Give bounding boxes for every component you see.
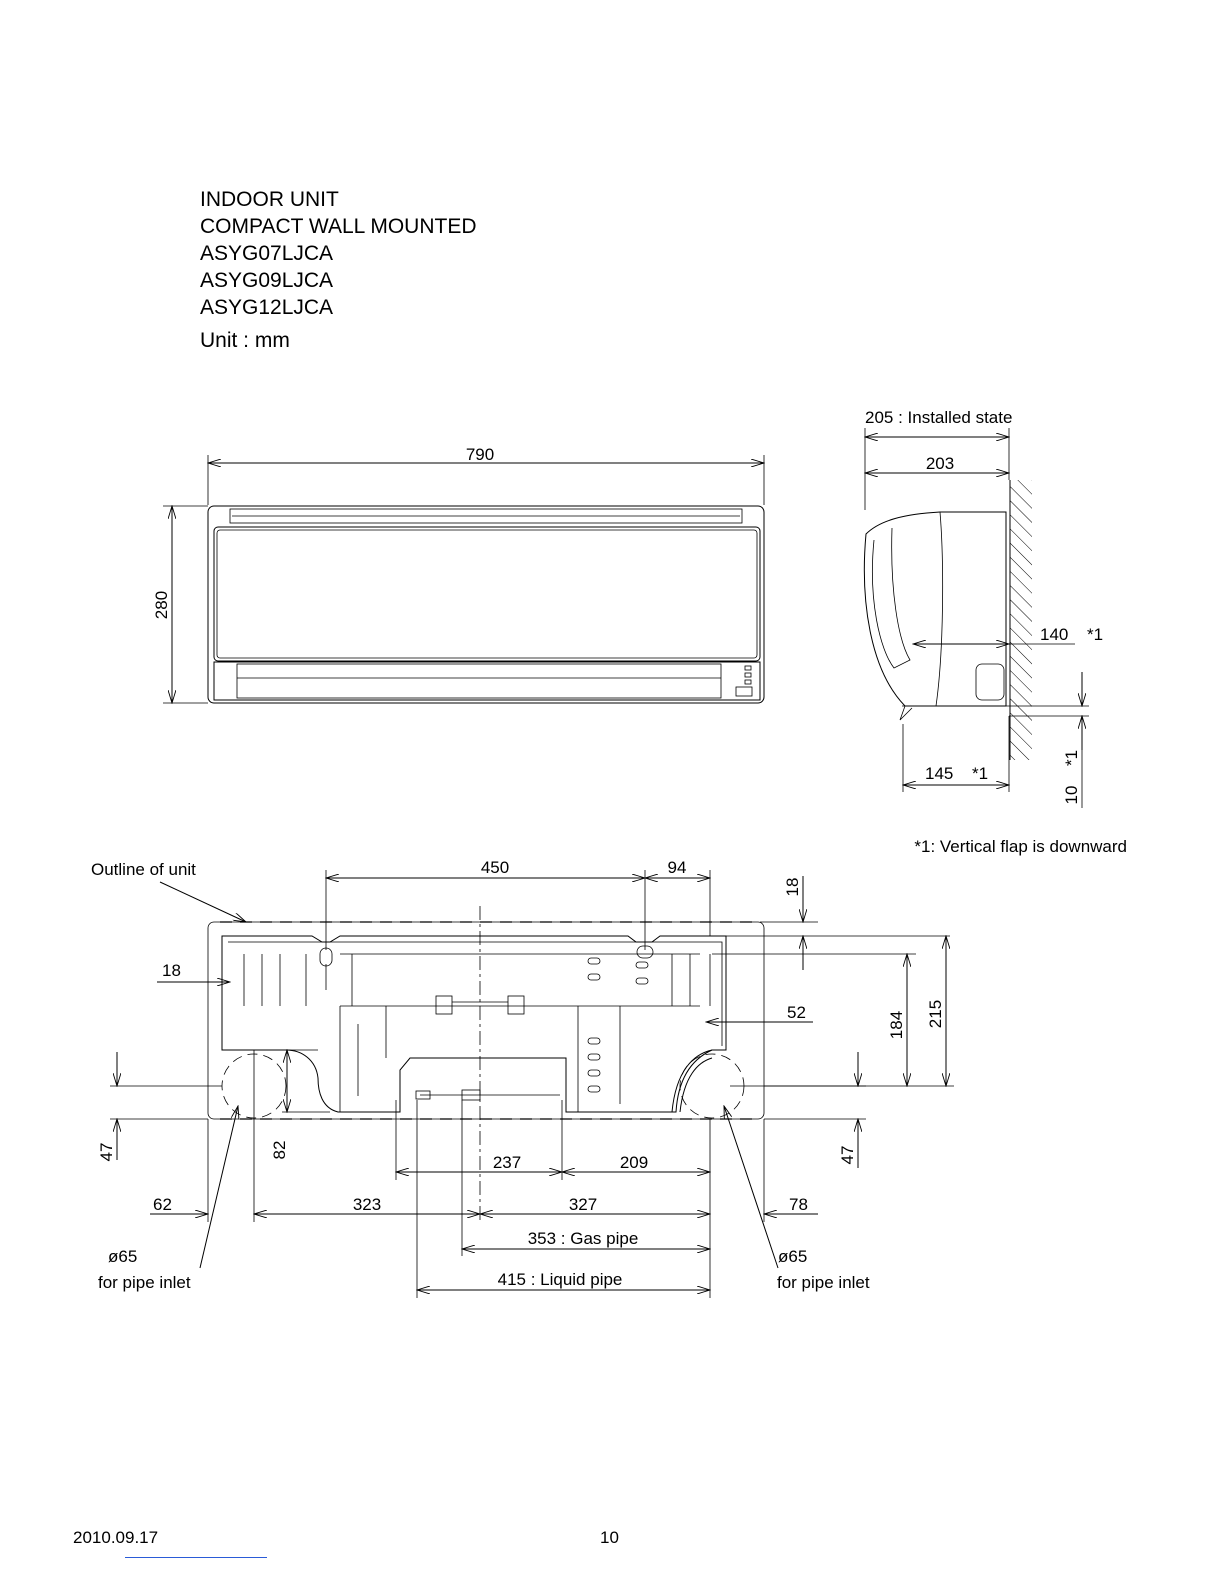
indicator-lamp-1: [744, 665, 752, 671]
dim-gas-label: 353 : Gas pipe: [528, 1229, 639, 1248]
dim-140-label: 140: [1040, 625, 1068, 644]
footer-link-underline: [125, 1557, 267, 1558]
model-line-3: ASYG12LJCA: [200, 296, 334, 319]
air-outlet-grille: [229, 508, 743, 524]
receiver-window: [735, 686, 753, 697]
front-view: 790 280: [152, 445, 764, 703]
dim-62-label: 62: [153, 1195, 172, 1214]
unit-label: Unit : mm: [200, 329, 290, 352]
unit-side-body: [863, 511, 1007, 707]
dim-47-right-label: 47: [838, 1146, 857, 1165]
dim-liquid-label: 415 : Liquid pipe: [498, 1270, 623, 1289]
title-line-2: COMPACT WALL MOUNTED: [200, 215, 477, 238]
dim-450-label: 450: [481, 858, 509, 877]
flap-footnote: *1: Vertical flap is downward: [914, 837, 1127, 856]
indicator-lamp-2: [744, 672, 752, 678]
dim-width-label: 790: [466, 445, 494, 464]
wall-hatch: [1010, 480, 1032, 760]
indicator-lamp-3: [744, 679, 752, 685]
side-view: 205 : Installed state 203 140 *1 145 *1 …: [863, 408, 1127, 856]
dim-140-note: *1: [1087, 625, 1103, 644]
louver-area: [213, 661, 761, 701]
flap: [236, 663, 722, 699]
dim-78-label: 78: [789, 1195, 808, 1214]
plate-view: Outline of unit: [91, 858, 954, 1298]
dim-94-label: 94: [668, 858, 687, 877]
installed-state-label: 205 : Installed state: [865, 408, 1012, 427]
dim-47-left-label: 47: [97, 1143, 116, 1162]
pipe-inlet-right-label: ø65: [778, 1247, 807, 1266]
front-panel: [213, 526, 761, 662]
dim-52-label: 52: [787, 1003, 806, 1022]
dim-82-label: 82: [270, 1141, 289, 1160]
model-line-1: ASYG07LJCA: [200, 242, 334, 265]
dim-height-label: 280: [152, 591, 171, 619]
dim-327-label: 327: [569, 1195, 597, 1214]
dim-237-label: 237: [493, 1153, 521, 1172]
outline-leader: [159, 881, 246, 922]
dim-18-left-label: 18: [162, 961, 181, 980]
dim-145-note: *1: [972, 764, 988, 783]
dim-depth-label: 203: [926, 454, 954, 473]
dim-215-label: 215: [926, 1000, 945, 1028]
dim-145-label: 145: [925, 764, 953, 783]
outline-label: Outline of unit: [91, 860, 196, 879]
title-block: INDOOR UNIT COMPACT WALL MOUNTED ASYG07L…: [200, 186, 477, 353]
dim-209-label: 209: [620, 1153, 648, 1172]
dim-10-label: 10: [1062, 786, 1081, 805]
title-line-1: INDOOR UNIT: [200, 188, 339, 211]
footer-page-number: 10: [600, 1528, 619, 1547]
dim-18-top-label: 18: [783, 878, 802, 897]
pipe-inlet-left-sub: for pipe inlet: [98, 1273, 191, 1292]
dim-184-label: 184: [887, 1011, 906, 1039]
pipe-inlet-right-sub: for pipe inlet: [777, 1273, 870, 1292]
pipe-hole-side: [975, 663, 1005, 701]
unit-outline: [207, 921, 765, 1120]
unit-front-body: [207, 505, 765, 704]
footer-date: 2010.09.17: [73, 1528, 159, 1547]
mounting-plate: [221, 935, 727, 1113]
dim-10-note: *1: [1062, 750, 1081, 766]
model-line-2: ASYG09LJCA: [200, 269, 334, 292]
dim-323-label: 323: [353, 1195, 381, 1214]
pipe-inlet-left-label: ø65: [108, 1247, 137, 1266]
